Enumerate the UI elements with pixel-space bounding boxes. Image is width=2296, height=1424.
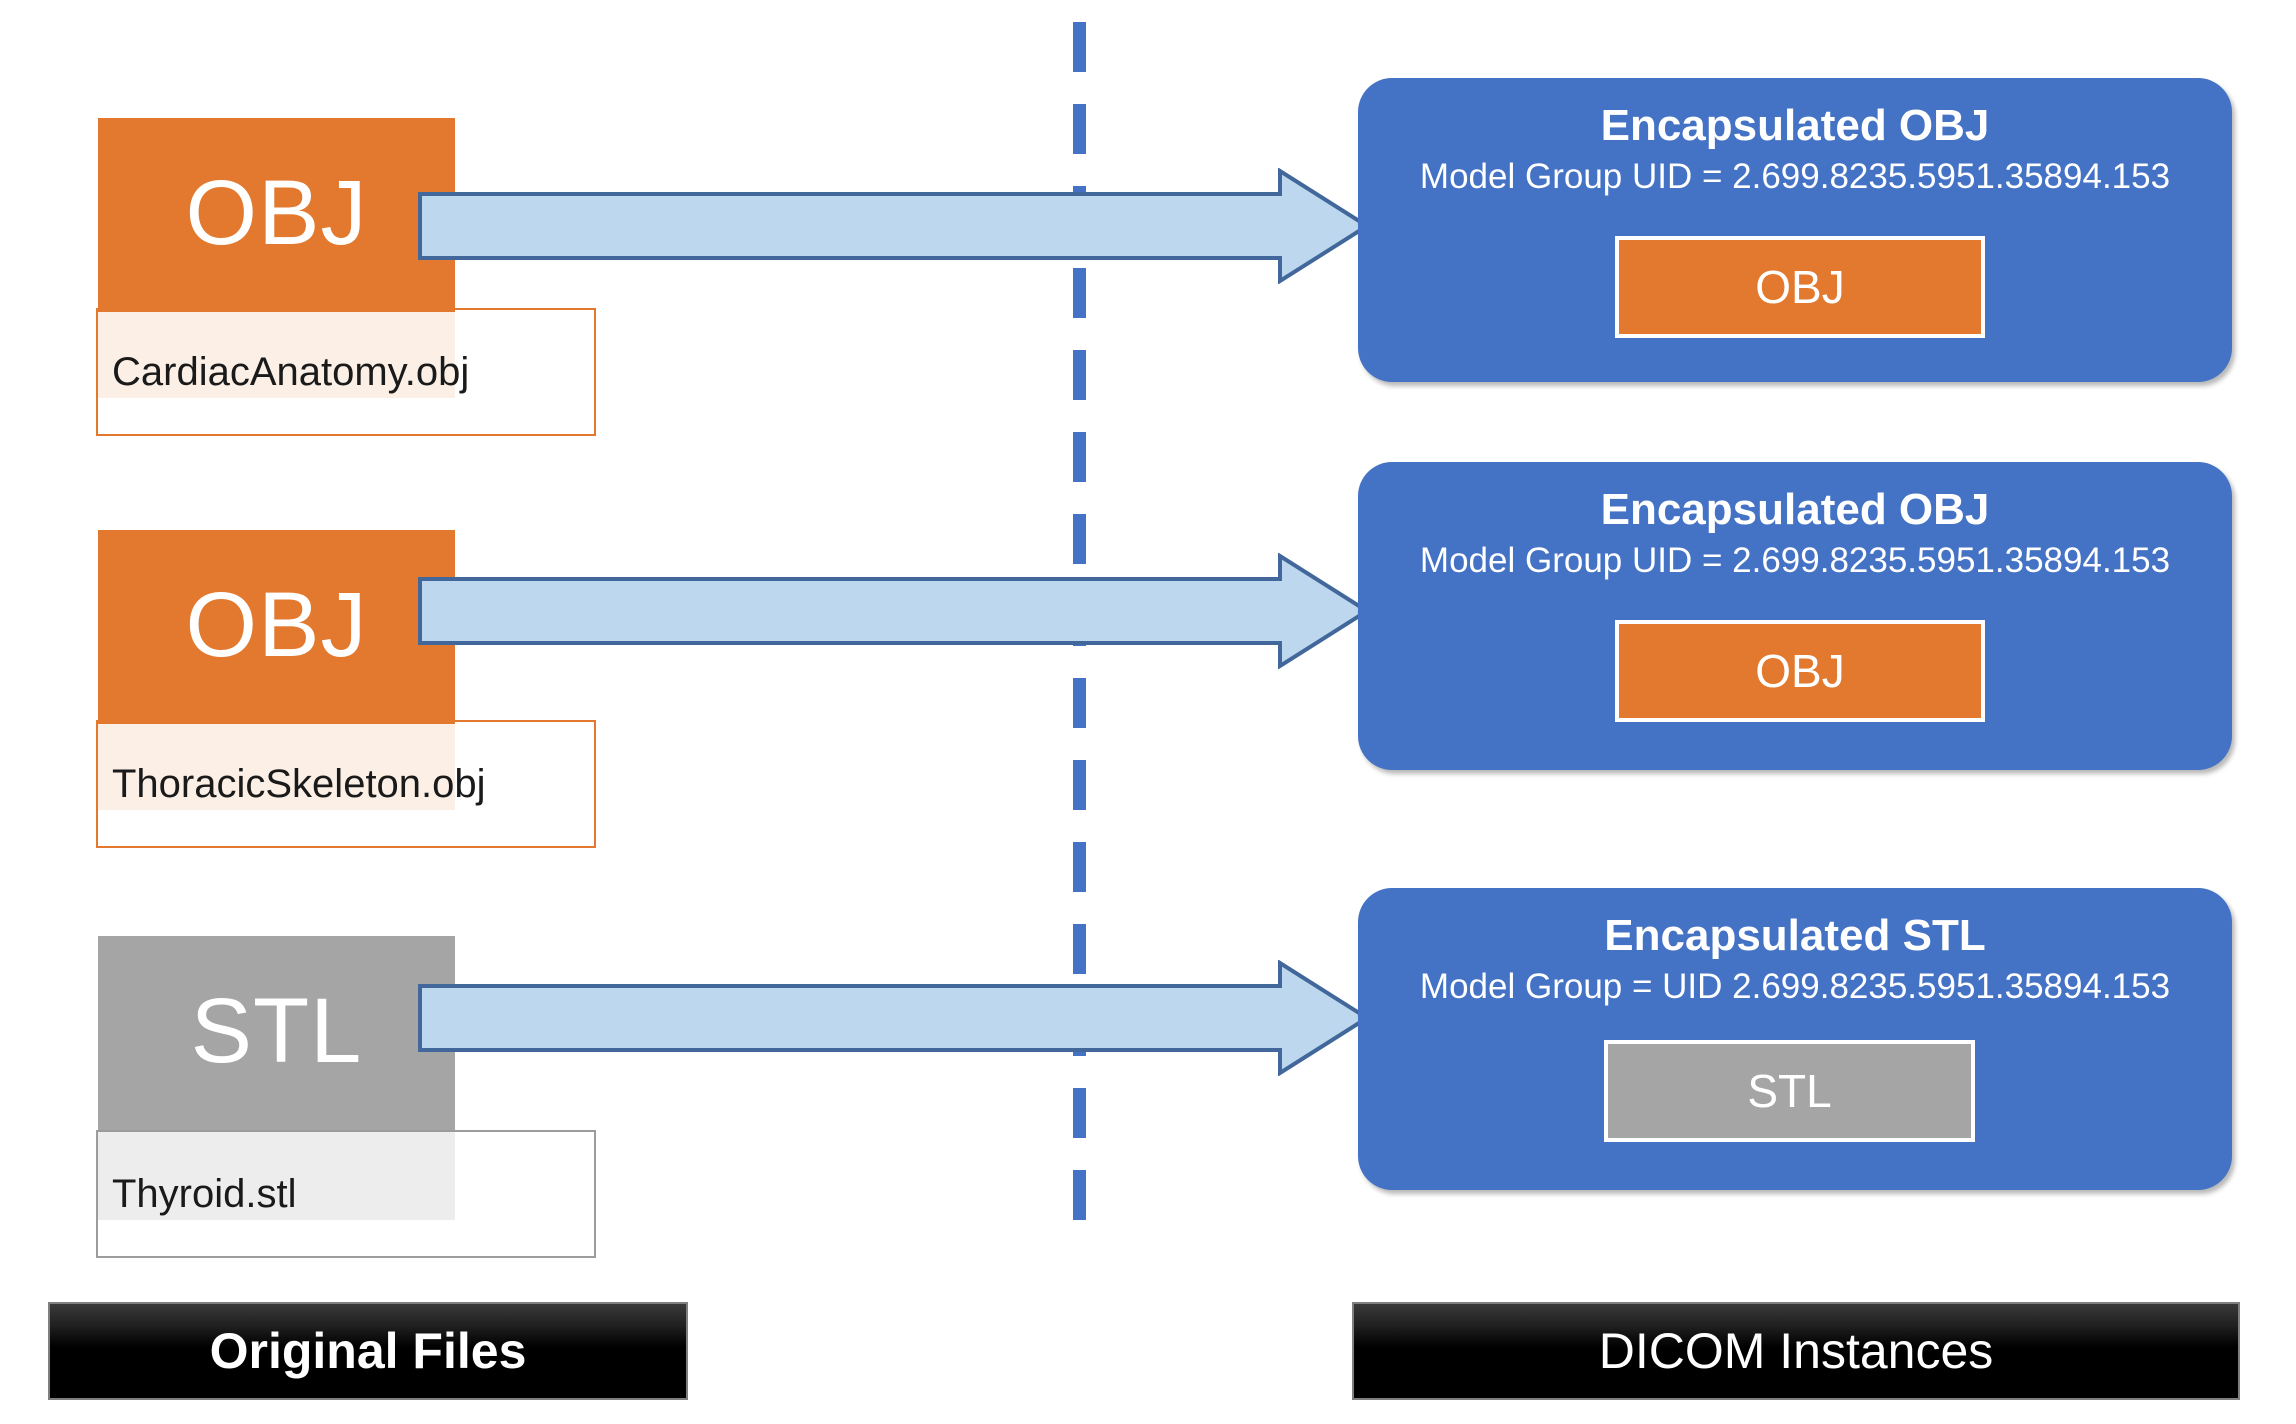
file-caption-box-1: CardiacAnatomy.obj (96, 308, 596, 436)
dicom-chip-label-2: OBJ (1755, 645, 1845, 697)
file-type-square-3: STL (98, 936, 455, 1130)
banner-original-files-label: Original Files (209, 1323, 527, 1379)
arrow-row-3 (418, 960, 1370, 1076)
dicom-instance-box-3: Encapsulated STL Model Group = UID 2.699… (1358, 888, 2232, 1190)
dicom-chip-label-3: STL (1747, 1065, 1832, 1117)
dicom-chip-label-1: OBJ (1755, 261, 1845, 313)
dicom-instance-box-1: Encapsulated OBJ Model Group UID = 2.699… (1358, 78, 2232, 382)
dicom-subtitle-2: Model Group UID = 2.699.8235.5951.35894.… (1419, 541, 2171, 581)
dicom-title-3: Encapsulated STL (1604, 911, 1986, 960)
file-name-3: Thyroid.stl (112, 1171, 297, 1216)
banner-dicom-instances-label: DICOM Instances (1598, 1323, 1994, 1379)
dicom-chip-1: OBJ (1615, 236, 1985, 338)
file-caption-box-3: Thyroid.stl (96, 1130, 596, 1258)
dicom-title-2: Encapsulated OBJ (1600, 485, 1990, 534)
file-type-square-2: OBJ (98, 530, 455, 724)
file-name-1: CardiacAnatomy.obj (112, 349, 470, 394)
dicom-instance-box-2: Encapsulated OBJ Model Group UID = 2.699… (1358, 462, 2232, 770)
file-type-label-2: OBJ (185, 574, 368, 676)
arrow-row-2 (418, 553, 1370, 669)
banner-dicom-instances: DICOM Instances (1352, 1302, 2240, 1400)
file-type-label-1: OBJ (185, 162, 368, 264)
banner-original-files: Original Files (48, 1302, 688, 1400)
dicom-title-1: Encapsulated OBJ (1600, 101, 1990, 150)
file-type-square-1: OBJ (98, 118, 455, 312)
arrow-row-1 (418, 168, 1370, 284)
file-type-label-3: STL (190, 980, 363, 1082)
dicom-subtitle-3: Model Group = UID 2.699.8235.5951.35894.… (1419, 967, 2171, 1007)
file-name-2: ThoracicSkeleton.obj (112, 761, 486, 806)
file-caption-box-2: ThoracicSkeleton.obj (96, 720, 596, 848)
dicom-subtitle-1: Model Group UID = 2.699.8235.5951.35894.… (1419, 157, 2171, 197)
dicom-chip-2: OBJ (1615, 620, 1985, 722)
dicom-chip-3: STL (1604, 1040, 1975, 1142)
